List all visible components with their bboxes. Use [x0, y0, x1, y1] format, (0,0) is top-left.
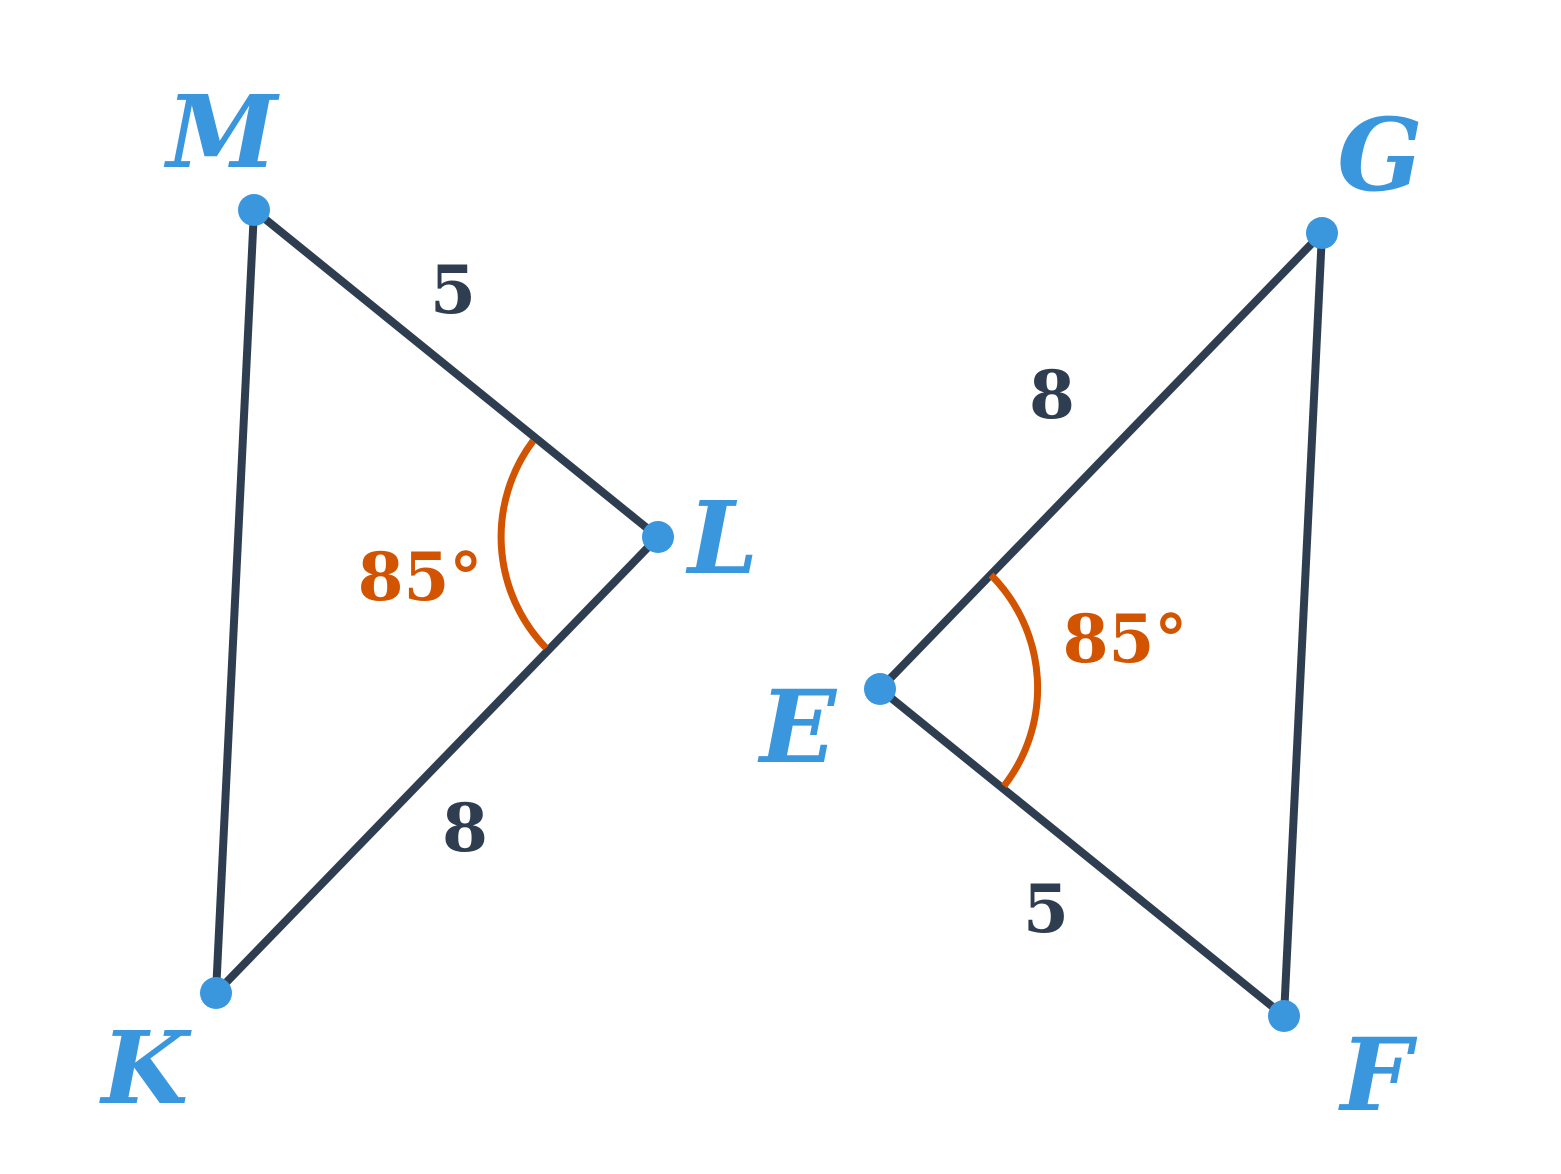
angle-label-l: 85° [358, 538, 483, 616]
angle-label-e: 85° [1063, 600, 1188, 678]
vertex-label-l: L [685, 479, 758, 597]
vertex-label-f: F [1338, 1016, 1418, 1134]
point-k [200, 977, 232, 1009]
vertex-label-k: K [99, 1009, 193, 1127]
triangle-klm: M L K 5 8 85° [99, 73, 759, 1127]
side-label-lk: 8 [442, 789, 488, 867]
vertex-label-g: G [1337, 96, 1422, 214]
side-label-eg: 8 [1029, 356, 1075, 434]
point-e [864, 673, 896, 705]
segment-ml [250, 206, 662, 541]
angle-l-arc [497, 438, 549, 651]
vertex-label-e: E [757, 668, 838, 786]
triangle-efg: G E F 8 5 85° [757, 96, 1423, 1134]
point-f [1268, 1000, 1300, 1032]
vertex-label-m: M [164, 73, 281, 191]
angle-e-arc [988, 572, 1042, 789]
segment-lk [212, 533, 662, 997]
side-label-ef: 5 [1023, 870, 1069, 948]
point-g [1306, 217, 1338, 249]
side-label-ml: 5 [430, 251, 476, 329]
segment-eg [876, 229, 1326, 693]
segment-ef [876, 685, 1288, 1020]
segment-mk [212, 206, 258, 997]
point-l [642, 521, 674, 553]
segment-gf [1280, 229, 1326, 1020]
point-m [238, 194, 270, 226]
